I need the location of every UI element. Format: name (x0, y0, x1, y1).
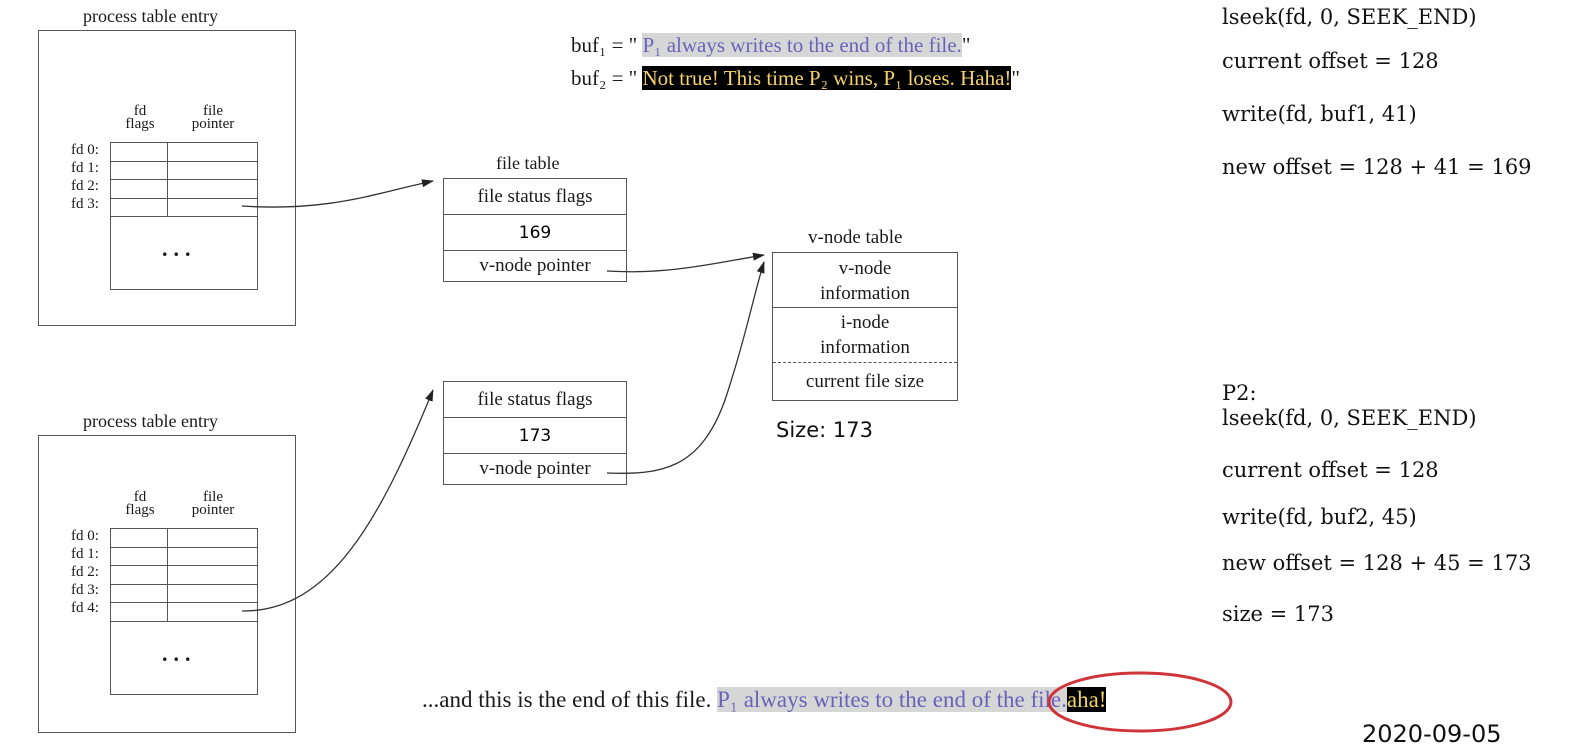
arrow-proc1-to-filetable1 (241, 179, 434, 208)
p2-step: lseek(fd, 0, SEEK_END) (1222, 406, 1477, 430)
arrow-vnodeptr2-to-vnode (606, 261, 765, 474)
current-offset: 173 (444, 418, 626, 454)
file-status-flags: file status flags (444, 179, 626, 215)
file-contents-p1: P₁ always writes to the end of the file. (717, 687, 1067, 712)
ellipsis: ... (162, 641, 197, 666)
arrow-proc2-to-filetable2 (241, 389, 434, 612)
buf1-line: buf₁ = " P₁ always writes to the end of … (571, 33, 970, 58)
fd-label: fd 4: (71, 600, 99, 616)
p1-step: new offset = 128 + 41 = 169 (1222, 155, 1532, 179)
fd-label: fd 1: (71, 546, 99, 562)
fd-flags-header-2: fd flags (125, 489, 155, 518)
fd-label: fd 1: (71, 160, 99, 176)
date-label: 2020-09-05 (1362, 720, 1502, 748)
inode-information: i-node information (820, 312, 910, 358)
process-table-entry-2 (38, 435, 296, 733)
p2-label: P2: (1222, 381, 1257, 405)
arrow-vnodeptr1-to-vnode (606, 252, 765, 273)
vnode-table-title: v-node table (808, 227, 903, 248)
buf1-text: P₁ always writes to the end of the file. (642, 33, 962, 57)
current-file-size: current file size (805, 370, 925, 392)
fd-label: fd 3: (71, 196, 99, 212)
vnode-pointer: v-node pointer (479, 458, 591, 479)
current-offset: 169 (444, 215, 626, 251)
p1-step: current offset = 128 (1222, 49, 1439, 73)
file-pointer-header-1: file pointer (191, 103, 235, 132)
fd-table-1 (110, 142, 258, 290)
p2-step: size = 173 (1222, 602, 1335, 626)
process-table-entry-1 (38, 30, 296, 326)
file-table-entry-2: file status flags 173 v-node pointer (443, 381, 627, 485)
vnode-table: v-node information i-node information cu… (772, 252, 958, 401)
p2-step: current offset = 128 (1222, 458, 1439, 482)
p1-step: write(fd, buf1, 41) (1222, 102, 1417, 126)
fd-table-2 (110, 528, 258, 695)
ellipsis: ... (162, 236, 197, 261)
buf1-close: " (961, 33, 971, 57)
buf2-close: " (1011, 66, 1020, 90)
fd-label: fd 0: (71, 142, 99, 158)
file-contents-p2: aha! (1066, 687, 1107, 712)
buf2-text: Not true! This time P₂ wins, P₁ loses. H… (642, 66, 1012, 90)
highlight-circle (1047, 671, 1233, 733)
buf2-label: buf₂ = " (571, 66, 643, 90)
file-table-entry-1: file status flags 169 v-node pointer (443, 178, 627, 282)
buf2-line: buf₂ = " Not true! This time P₂ wins, P₁… (571, 66, 1020, 91)
fd-flags-header-1: fd flags (125, 103, 155, 132)
fd-label: fd 2: (71, 178, 99, 194)
file-contents-prefix: ...and this is the end of this file. (422, 687, 718, 712)
process-table-title-1: process table entry (83, 6, 218, 26)
process-table-title-2: process table entry (83, 411, 218, 431)
file-contents-line: ...and this is the end of this file. P₁ … (422, 687, 1107, 713)
file-status-flags: file status flags (444, 382, 626, 418)
fd-label: fd 3: (71, 582, 99, 598)
file-table-title: file table (496, 153, 560, 173)
fd-label: fd 0: (71, 528, 99, 544)
vnode-pointer: v-node pointer (479, 255, 591, 276)
size-label: Size: 173 (776, 418, 873, 442)
buf1-label: buf₁ = " (571, 33, 643, 57)
p1-step: lseek(fd, 0, SEEK_END) (1222, 5, 1477, 29)
vnode-information: v-node information (820, 257, 910, 304)
p2-step: new offset = 128 + 45 = 173 (1222, 551, 1532, 575)
p2-step: write(fd, buf2, 45) (1222, 505, 1417, 529)
file-pointer-header-2: file pointer (191, 489, 235, 518)
fd-label: fd 2: (71, 564, 99, 580)
